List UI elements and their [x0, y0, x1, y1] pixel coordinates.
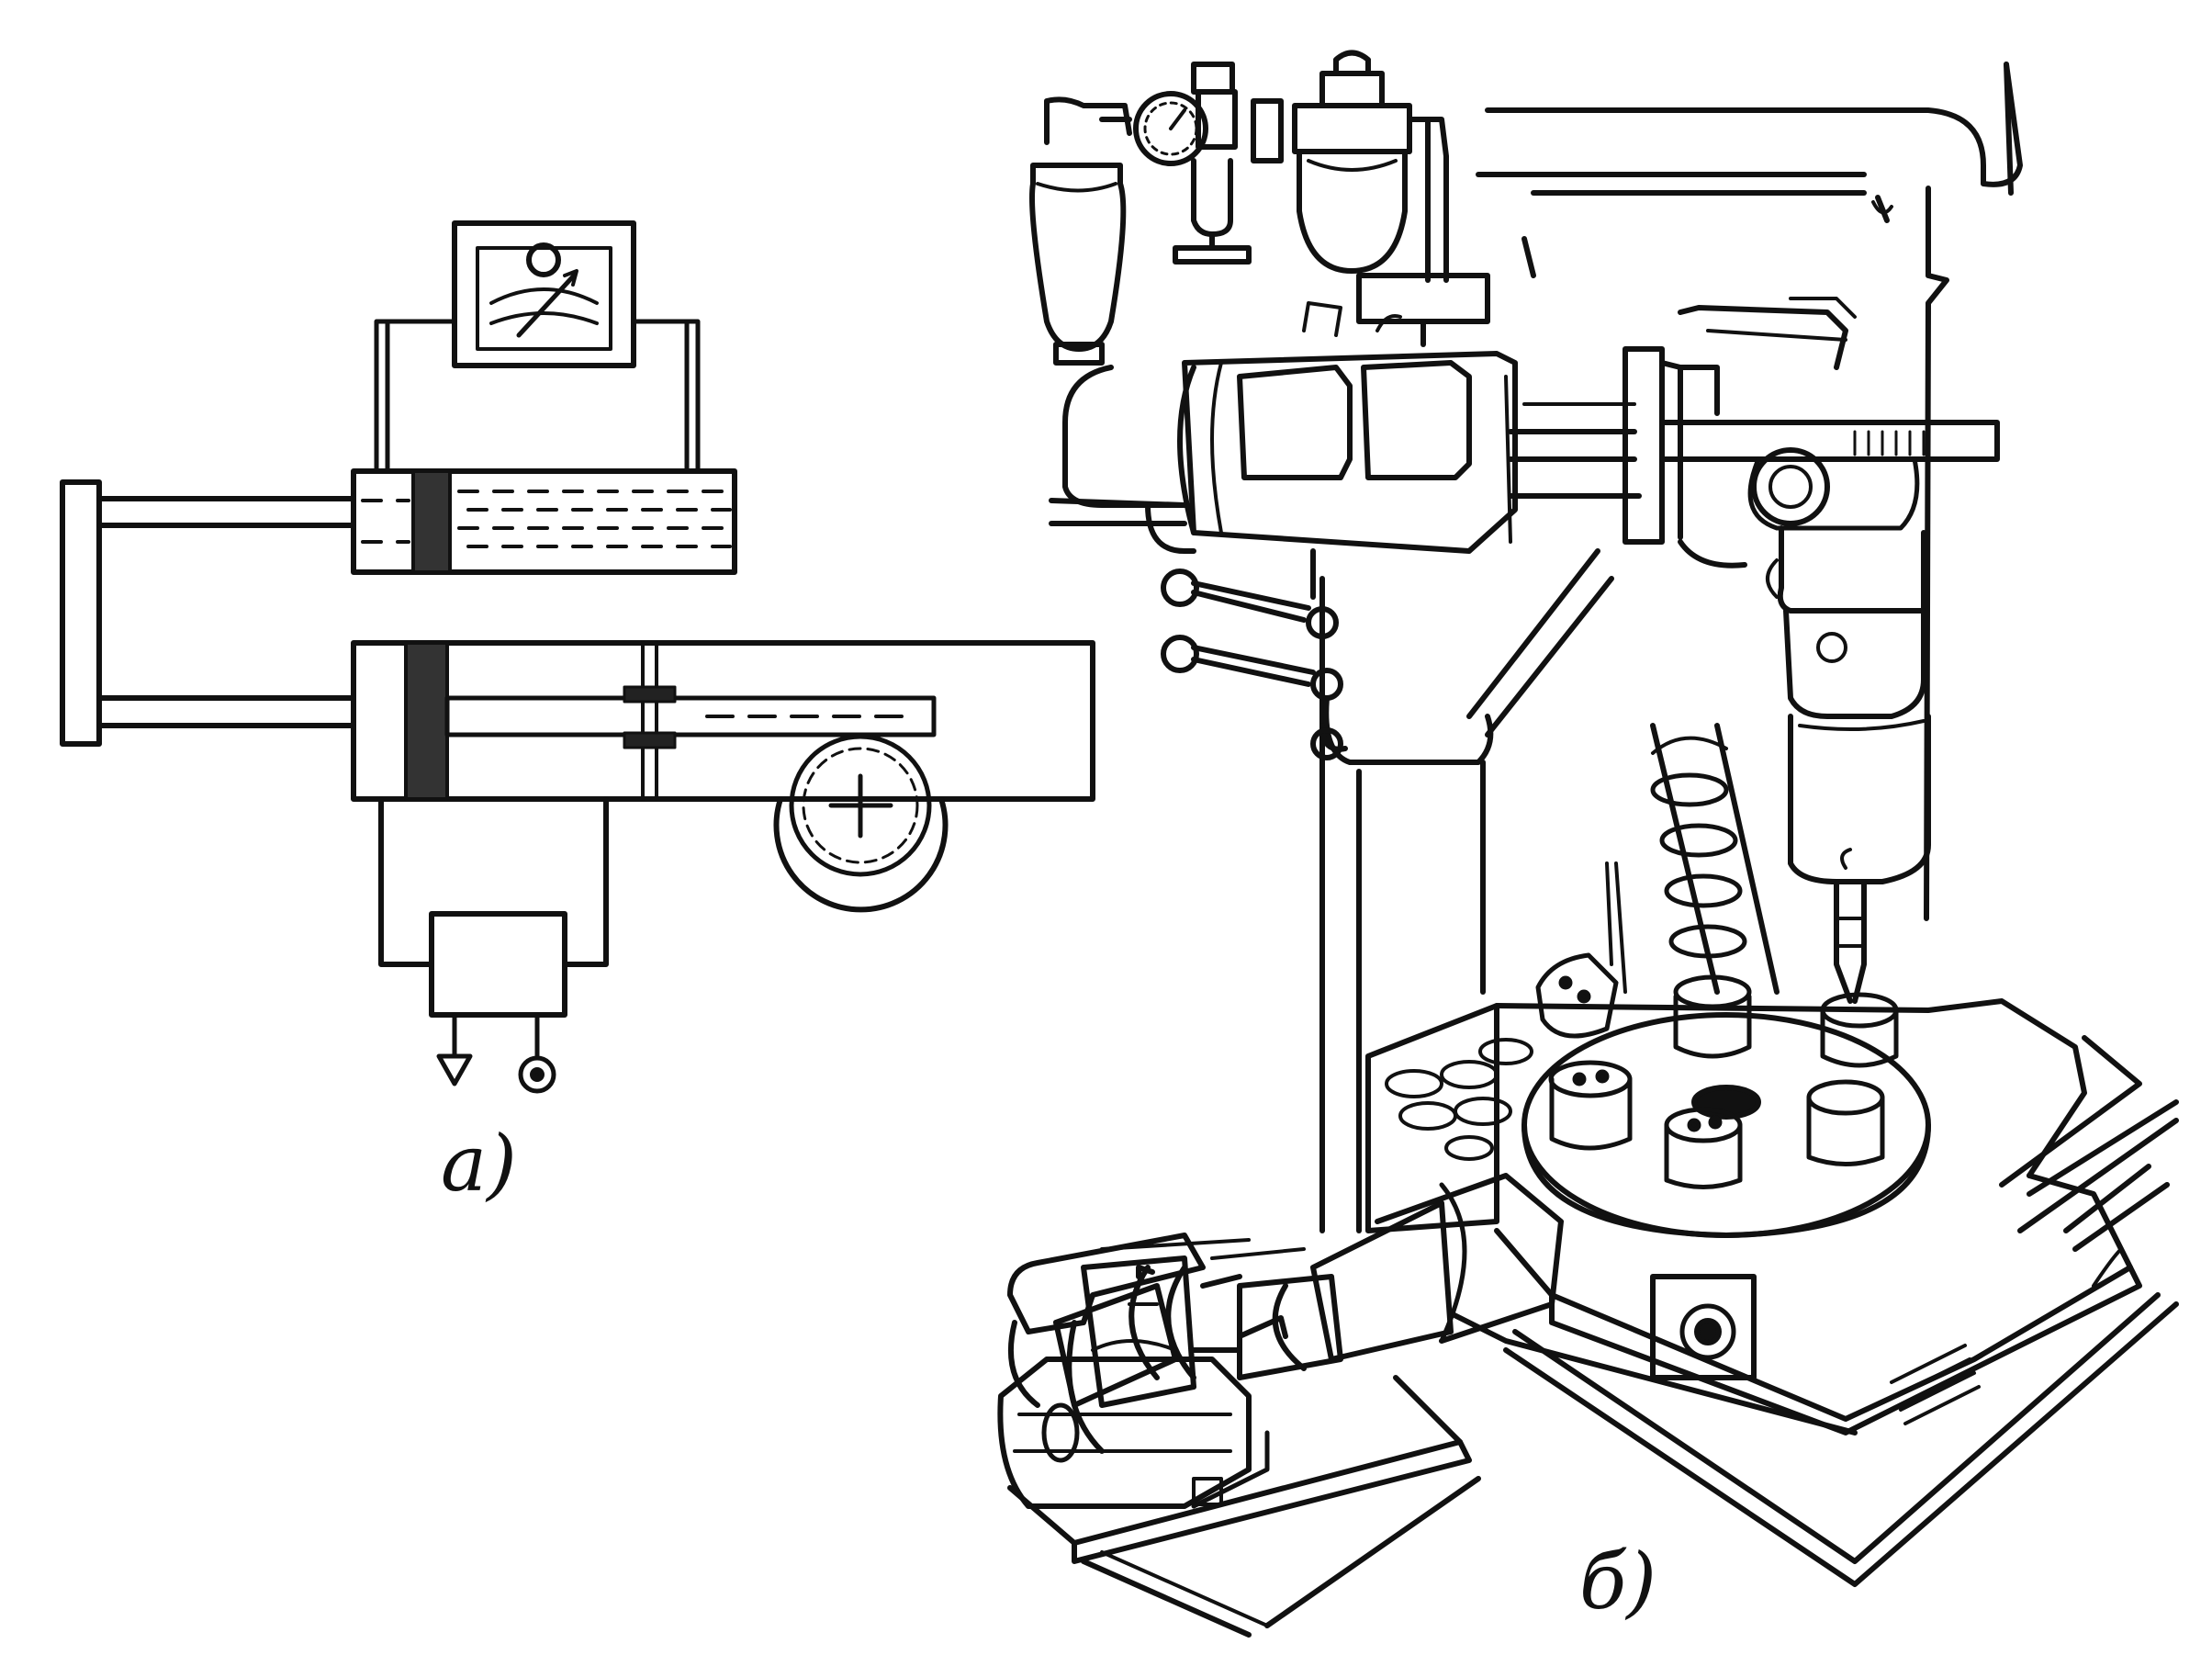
gauge-pipes: [374, 319, 701, 474]
hydraulic-scheme-diagram: [60, 220, 1095, 1094]
air-preparation-unit: [1029, 50, 1449, 508]
pressure-gauge-box: [452, 220, 636, 368]
control-valve-box: [378, 796, 609, 1094]
figure-label-a: а): [441, 1119, 517, 1209]
electric-motor: [997, 1233, 1481, 1638]
control-levers: [1161, 548, 1343, 760]
spindle-rack: [1659, 297, 2000, 569]
drive-motor-assembly: [1053, 1173, 1564, 1408]
piston-rods: [96, 496, 356, 728]
figure-label-b: б): [1579, 1537, 1657, 1627]
drilling-machine-illustration: [997, 50, 2179, 1638]
pneumatic-feed-drive: [1049, 273, 1683, 554]
gear-wheel: [773, 734, 949, 913]
pneumatic-cylinder: [351, 640, 1095, 802]
spindle-head: [1747, 447, 1931, 1004]
machine-column: [1319, 62, 2023, 1233]
oil-damper-cylinder: [351, 468, 737, 575]
piston-head-plate: [60, 479, 102, 747]
rotary-index-table: [1365, 952, 2087, 1238]
